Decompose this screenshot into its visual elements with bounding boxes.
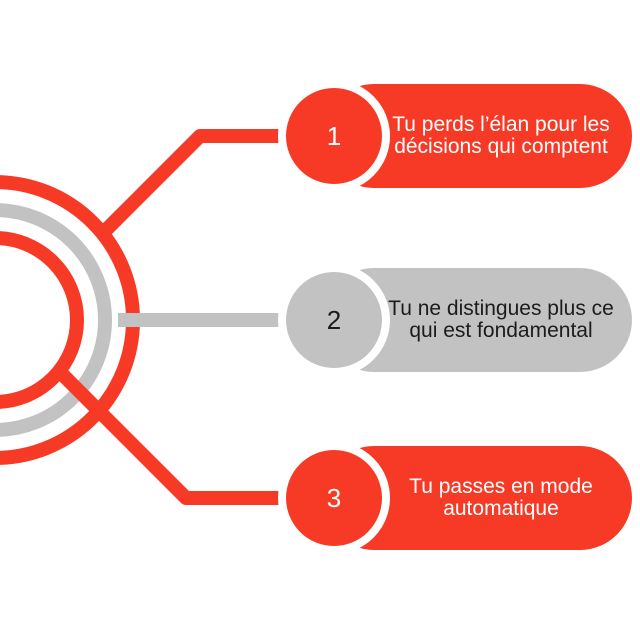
item-3-text: Tu passes en mode automatique [409,475,593,520]
inner-red-ring [0,231,84,409]
item-2-text: Tu ne distingues plus ce qui est fondame… [388,297,614,342]
item-1: 1 Tu perds l’élan pour les décisions qui… [278,80,632,192]
connector-1 [101,129,300,235]
item-3: 3 Tu passes en mode automatique [278,442,632,554]
grey-ring [0,203,112,437]
item-3-number-badge: 3 [278,442,390,554]
item-1-text: Tu perds l’élan pour les décisions qui c… [392,113,610,158]
item-1-number-badge: 1 [278,80,390,192]
connector-3 [57,369,300,505]
item-2: 2 Tu ne distingues plus ce qui est fonda… [278,264,632,376]
item-2-number-badge: 2 [278,264,390,376]
